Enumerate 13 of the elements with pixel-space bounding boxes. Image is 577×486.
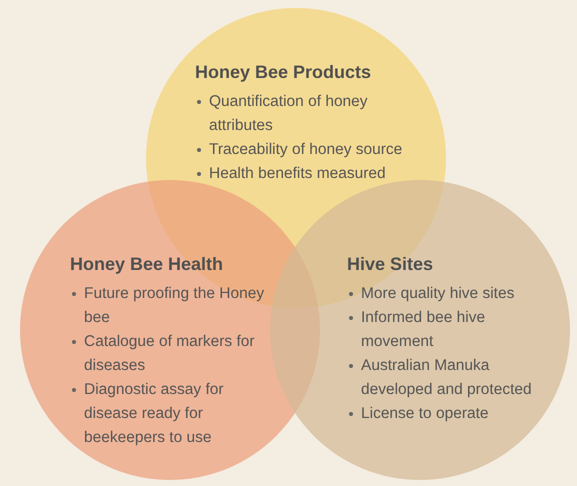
bullet-text: More quality hive sites [361,285,514,302]
circle-heading: Hive Sites [347,254,434,275]
bullet-text: Future proofing the Honey bee [84,285,264,326]
bullet-text: Quantification of honey attributes [209,93,368,134]
bullet-text: License to operate [361,405,489,422]
circle-heading: Honey Bee Health [70,254,224,275]
circle-heading: Honey Bee Products [195,62,372,83]
bullet-text: Catalogue of markers for diseases [84,333,255,374]
bullet-text: Health benefits measured [209,165,386,182]
bullet-text: Diagnostic assay for disease ready for beekeepers to use [84,381,224,446]
bullet-text: Australian Manuka developed and protected [361,357,532,398]
bullet-text: Informed bee hive movement [361,309,486,350]
bullet-text: Traceability of honey source [209,141,402,158]
